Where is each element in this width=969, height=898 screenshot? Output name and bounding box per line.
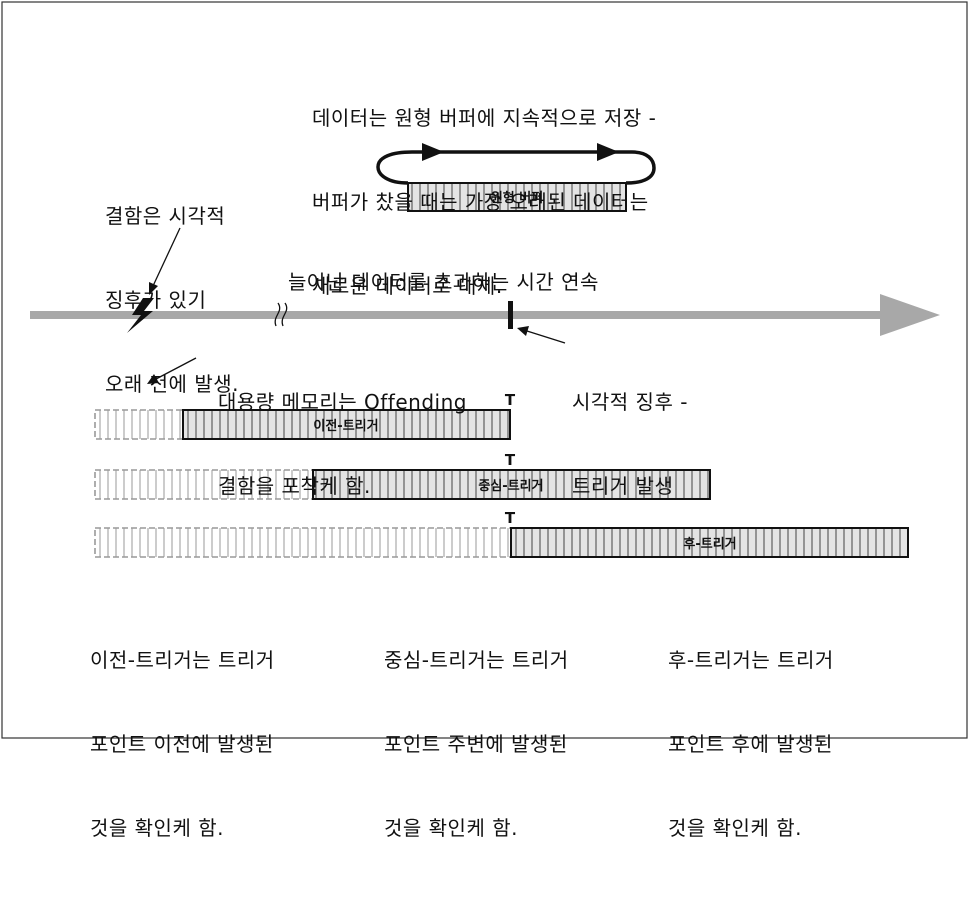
fault-note: 결함은 시각적 징후가 있기 오래 전에 발생. — [105, 146, 239, 454]
post-trigger-row: 후-트리거 T — [94, 509, 909, 558]
trigger-diagram: 원형 버퍼 이전-트리거 T 중심-트리거 T — [1, 1, 968, 840]
loop-arrow-left-icon — [422, 143, 444, 161]
pre-trigger-description-line: 포인트 이전에 발생된 — [90, 732, 274, 756]
memory-note-line: 대용량 메모리는 Offending — [218, 390, 467, 414]
post-trigger-buffer — [510, 527, 909, 558]
pre-trigger-description-line: 이전-트리거는 트리거 — [90, 648, 275, 672]
post-trigger-label: 후-트리거 — [683, 536, 736, 552]
circular-buffer-loop: 원형 버퍼 — [376, 143, 656, 212]
fault-pointer-arrow-icon — [149, 282, 158, 295]
diagram-canvas: 원형 버퍼 이전-트리거 T 중심-트리거 T — [1, 1, 968, 739]
symptom-note: 시각적 징후 - 트리거 발생 — [572, 332, 688, 556]
circular-note: 데이터는 원형 버퍼에 지속적으로 저장 - 버퍼가 찼을 때는 가장 오래된 … — [312, 48, 656, 356]
pre-trigger-description-line: 것을 확인케 함. — [90, 816, 224, 840]
memory-pointer-line — [155, 357, 197, 380]
symptom-note-line: 트리거 발생 — [572, 474, 674, 498]
circular-note-line: 버퍼가 찼을 때는 가장 오래된 데이터는 — [312, 190, 649, 214]
pre-trigger-t-mark: T — [505, 391, 516, 409]
center-trigger-buffer — [312, 469, 711, 500]
center-trigger-description: 중심-트리거는 트리거 포인트 주변에 발생된 것을 확인케 함. — [384, 590, 569, 898]
pre-trigger-buffer — [182, 409, 511, 440]
pre-trigger-label: 이전-트리거 — [313, 418, 378, 434]
post-trigger-description-line: 후-트리거는 트리거 — [668, 648, 834, 672]
symptom-note-line: 시각적 징후 - — [572, 390, 688, 414]
pre-trigger-description: 이전-트리거는 트리거 포인트 이전에 발생된 것을 확인케 함. — [90, 590, 275, 898]
center-trigger-label: 중심-트리거 — [478, 478, 543, 494]
diagram-frame — [1, 1, 968, 739]
post-trigger-older-data — [94, 527, 512, 558]
timeline-label: 늘어난 데이터를 초과하는 시간 연속 — [288, 270, 599, 294]
post-trigger-description-line: 것을 확인케 함. — [668, 816, 802, 840]
center-trigger-description-line: 포인트 주변에 발생된 — [384, 732, 568, 756]
loop-arrow-right-icon — [597, 143, 619, 161]
fault-note-line: 결함은 시각적 — [105, 204, 226, 228]
fault-note-line: 오래 전에 발생. — [105, 372, 239, 396]
center-trigger-t-mark: T — [505, 451, 516, 469]
memory-note: 대용량 메모리는 Offending 결함을 포착케 함. — [218, 332, 467, 556]
post-trigger-description: 후-트리거는 트리거 포인트 후에 발생된 것을 확인케 함. — [668, 590, 834, 898]
pre-trigger-row: 이전-트리거 T — [94, 391, 516, 440]
post-trigger-description-line: 포인트 후에 발생된 — [668, 732, 833, 756]
circular-buffer-label: 원형 버퍼 — [491, 190, 543, 206]
center-trigger-older-data — [94, 469, 314, 500]
memory-pointer-arrow-icon — [147, 374, 159, 384]
timeline-break-icon — [274, 302, 288, 327]
post-trigger-t-mark: T — [505, 509, 516, 527]
timeline-arrowhead-icon — [880, 294, 940, 336]
center-trigger-row: 중심-트리거 T — [94, 451, 711, 500]
symptom-pointer-arrow-icon — [517, 326, 529, 336]
symptom-pointer-line — [526, 330, 566, 344]
circular-note-line: 새로운 데이터로 대체. — [312, 274, 503, 298]
lightning-bolt-icon — [127, 298, 154, 333]
timeline — [30, 294, 940, 336]
fault-pointer-line — [152, 227, 181, 287]
center-trigger-description-line: 중심-트리거는 트리거 — [384, 648, 569, 672]
circular-note-line: 데이터는 원형 버퍼에 지속적으로 저장 - — [312, 106, 657, 130]
trigger-point-marker — [508, 301, 513, 329]
memory-note-line: 결함을 포착케 함. — [218, 474, 371, 498]
fault-note-line: 징후가 있기 — [105, 288, 207, 312]
center-trigger-description-line: 것을 확인케 함. — [384, 816, 518, 840]
circular-buffer — [407, 182, 627, 212]
